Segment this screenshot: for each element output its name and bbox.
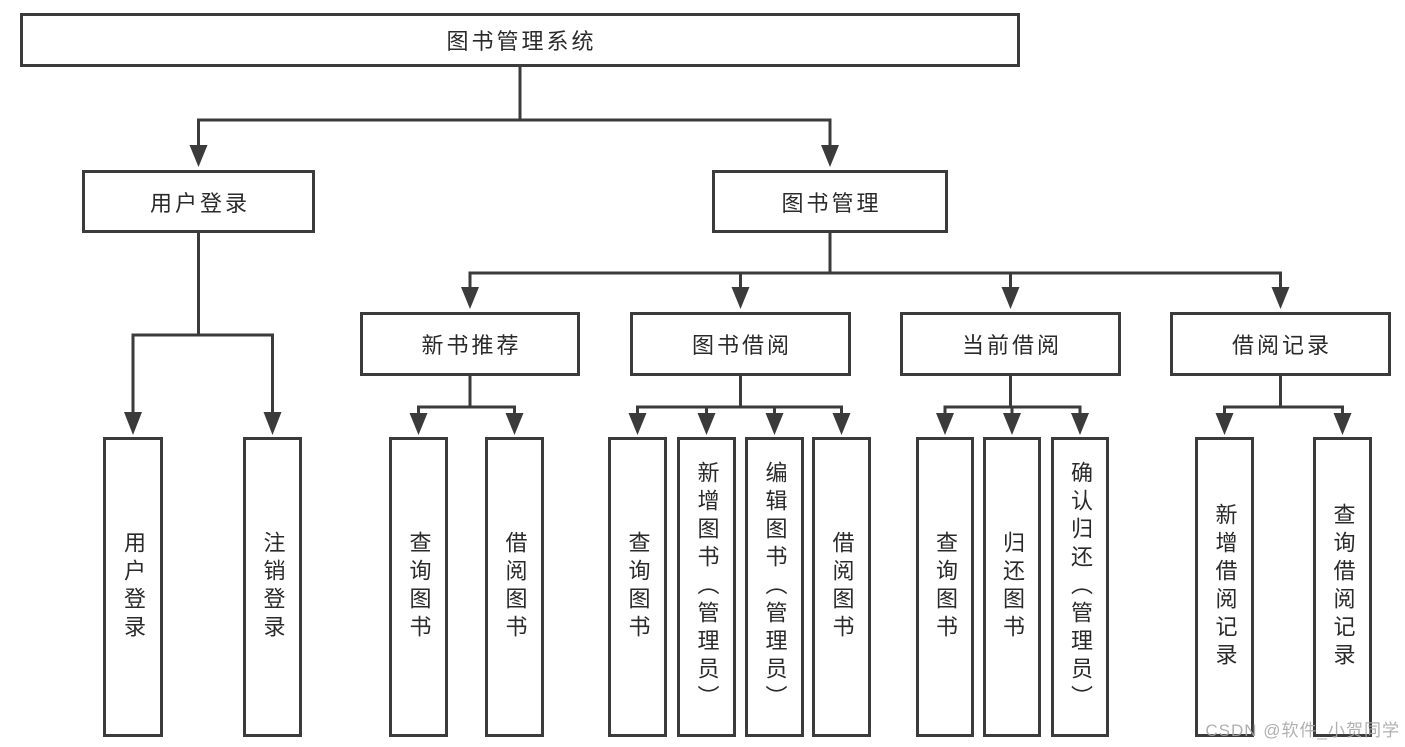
- leaf-edit-book-admin: 编辑图书（管理员）: [745, 437, 804, 737]
- leaf-query-borrow-record: 查询借阅记录: [1313, 437, 1372, 737]
- leaf-borrow-books: 借阅图书: [812, 437, 871, 737]
- leaf-query-books-current: 查询图书: [916, 437, 974, 737]
- leaf-logout: 注销登录: [243, 437, 302, 737]
- leaf-add-book-admin: 新增图书（管理员）: [677, 437, 736, 737]
- node-new-book-recommend: 新书推荐: [360, 312, 580, 376]
- node-library-management-system: 图书管理系统: [20, 13, 1020, 67]
- leaf-add-borrow-record: 新增借阅记录: [1195, 437, 1254, 737]
- leaf-user-login: 用户登录: [103, 437, 163, 737]
- leaf-query-books-borrow: 查询图书: [608, 437, 667, 737]
- node-current-borrowing: 当前借阅: [900, 312, 1121, 376]
- node-book-borrowing: 图书借阅: [630, 312, 851, 376]
- csdn-watermark: CSDN @软件_小贺同学: [1205, 721, 1400, 740]
- leaf-confirm-return-admin: 确认归还（管理员）: [1051, 437, 1109, 737]
- leaf-borrow-books-recommend: 借阅图书: [485, 437, 544, 737]
- node-book-management: 图书管理: [712, 170, 948, 233]
- node-user-login: 用户登录: [82, 170, 315, 233]
- leaf-return-books: 归还图书: [983, 437, 1041, 737]
- node-borrowing-records: 借阅记录: [1170, 312, 1391, 376]
- leaf-query-books-recommend: 查询图书: [389, 437, 448, 737]
